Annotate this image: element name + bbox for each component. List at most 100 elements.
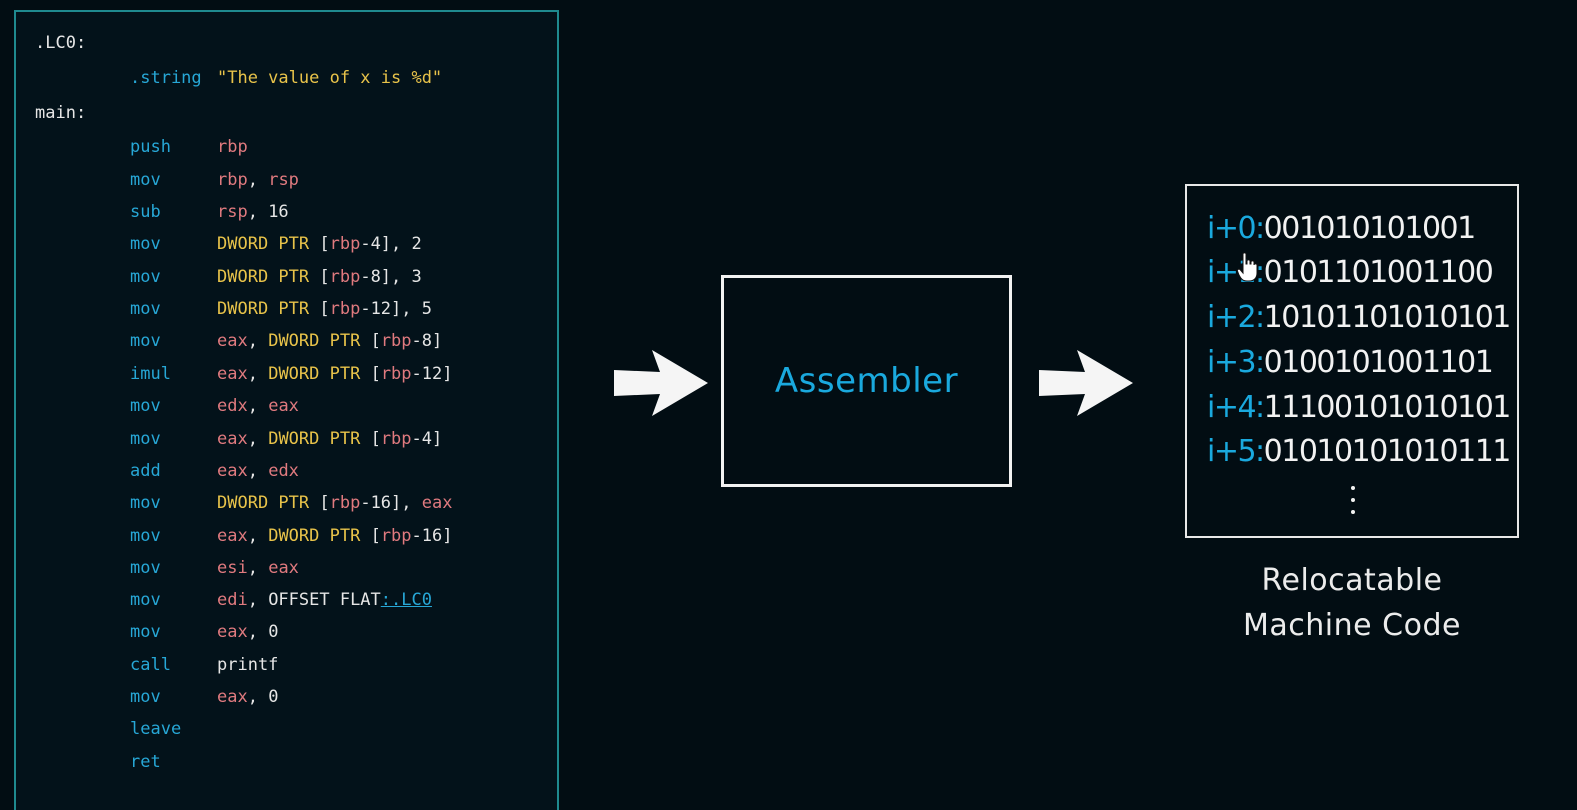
operand-token: , 0 [247, 687, 279, 707]
operand-token: , [247, 558, 269, 578]
operand-token: eax [217, 526, 248, 546]
operand-token: rbp [217, 170, 248, 190]
mnemonic: mov [130, 558, 161, 578]
operand-token: eax [217, 331, 248, 351]
operand-token: -16] [411, 526, 453, 546]
operand-token: eax [268, 396, 299, 416]
binary-bits: 0101101001100 [1263, 255, 1494, 290]
operands: eax, DWORD PTR [rbp-8] [217, 328, 442, 354]
operand-token: [ [309, 234, 330, 254]
mnemonic: leave [130, 719, 182, 739]
operand-token: edx [268, 461, 299, 481]
address-offset: i+3: [1207, 345, 1265, 380]
operand-token: -12], 5 [360, 299, 432, 319]
operand-token: [ [360, 331, 381, 351]
mnemonic: add [130, 461, 161, 481]
operands: rbp [217, 134, 248, 160]
operand-token: , [247, 526, 269, 546]
code-label: .LC0: [35, 33, 87, 53]
mnemonic: mov [130, 493, 161, 513]
operand-token: , [247, 461, 269, 481]
operand-token: -16], [360, 493, 422, 513]
mnemonic: ret [130, 752, 161, 772]
machine-code-row: i+3:0100101001101 [1207, 343, 1494, 383]
operands: printf [217, 652, 278, 678]
mnemonic: push [130, 137, 171, 157]
address-offset: i+4: [1207, 390, 1265, 425]
operands: eax, edx [217, 458, 299, 484]
operand-token: [ [309, 493, 330, 513]
right-arrow-icon [1039, 350, 1133, 416]
operand-token: DWORD PTR [268, 429, 361, 449]
operand-token: edi [217, 590, 248, 610]
operand-token: [ [309, 267, 330, 287]
operand-token: , 16 [247, 202, 289, 222]
binary-bits: 0100101001101 [1263, 345, 1494, 380]
caption-line-2: Machine Code [1243, 608, 1461, 643]
caption-line-1: Relocatable [1261, 563, 1443, 598]
operand-token: eax [217, 622, 248, 642]
operand-token: DWORD PTR [217, 299, 310, 319]
mnemonic: call [130, 655, 171, 675]
operands: DWORD PTR [rbp-8], 3 [217, 264, 422, 290]
operand-token: , [247, 396, 269, 416]
operand-token: -8], 3 [360, 267, 422, 287]
operand-token: rbp [329, 267, 361, 287]
binary-bits: 001010101001 [1263, 211, 1477, 246]
mnemonic: mov [130, 299, 161, 319]
mnemonic: mov [130, 396, 161, 416]
operands: rsp, 16 [217, 199, 289, 225]
operand-token: rbp [217, 137, 248, 157]
hand-pointer-icon [1237, 252, 1258, 282]
operand-token: -12] [411, 364, 453, 384]
mnemonic: mov [130, 267, 161, 287]
mnemonic: mov [130, 590, 161, 610]
right-arrow-icon [614, 350, 708, 416]
machine-code-row: i+0:001010101001 [1207, 209, 1477, 249]
operands: eax, 0 [217, 619, 278, 645]
operands: edx, eax [217, 393, 299, 419]
mnemonic: mov [130, 170, 161, 190]
machine-code-row: i+2:10101101010101 [1207, 298, 1512, 338]
binary-bits: 10101101010101 [1263, 300, 1512, 335]
address-offset: i+5: [1207, 434, 1265, 469]
operand-token: , 0 [247, 622, 279, 642]
operand-token: DWORD PTR [217, 493, 310, 513]
operand-token: eax [217, 364, 248, 384]
machine-code-row: i+4:11100101010101 [1207, 388, 1511, 428]
operands: eax, DWORD PTR [rbp-12] [217, 361, 452, 387]
operand-token: DWORD PTR [268, 331, 361, 351]
mnemonic: sub [130, 202, 161, 222]
operand-token: [ [309, 299, 330, 319]
operand-token: , OFFSET FLAT [247, 590, 381, 610]
symbol-link[interactable]: :.LC0 [380, 590, 432, 610]
operand-token: rbp [380, 331, 412, 351]
binary-bits: 01010101010111 [1263, 434, 1512, 469]
operand-token: [ [360, 526, 381, 546]
operand-token: esi [217, 558, 248, 578]
code-label: main: [35, 103, 87, 123]
operand-token: -8] [411, 331, 443, 351]
assembler-label: Assembler [774, 361, 959, 401]
operand-token: "The value of x is %d" [217, 68, 443, 88]
address-offset: i+2: [1207, 300, 1265, 335]
mnemonic: mov [130, 331, 161, 351]
operand-token: rsp [268, 170, 299, 190]
mnemonic: mov [130, 526, 161, 546]
operands: "The value of x is %d" [217, 65, 442, 91]
mnemonic: mov [130, 429, 161, 449]
operand-token: , [247, 331, 269, 351]
machine-code-row: i+5:01010101010111 [1207, 432, 1512, 472]
operand-token: rbp [380, 364, 412, 384]
operand-token: rbp [380, 429, 412, 449]
operand-token: eax [217, 461, 248, 481]
operand-token: rbp [329, 299, 361, 319]
assembly-code-panel: .LC0:.string"The value of x is %d"main:p… [14, 10, 559, 810]
operands: rbp, rsp [217, 167, 299, 193]
operand-token: , [247, 429, 269, 449]
operands: edi, OFFSET FLAT:.LC0 [217, 587, 432, 613]
operands: esi, eax [217, 555, 299, 581]
operand-token: DWORD PTR [217, 234, 310, 254]
operands: DWORD PTR [rbp-12], 5 [217, 296, 432, 322]
operand-token: DWORD PTR [217, 267, 310, 287]
